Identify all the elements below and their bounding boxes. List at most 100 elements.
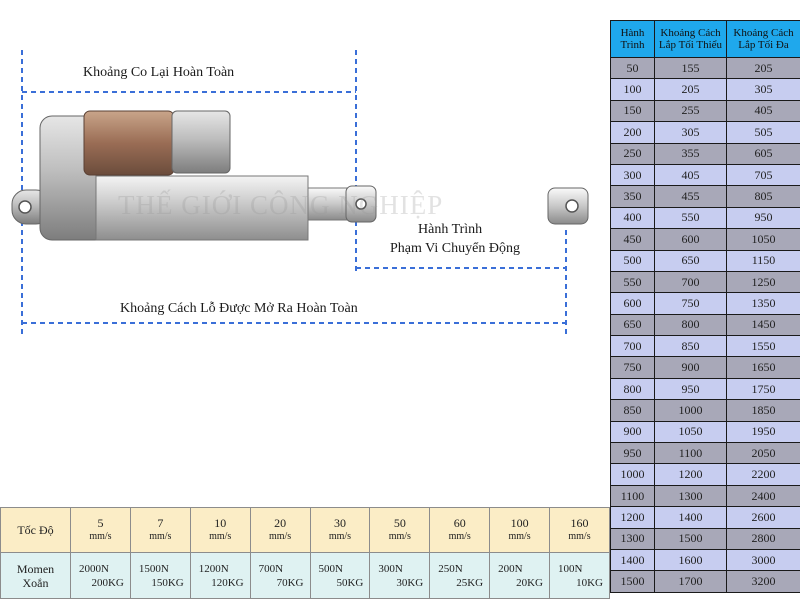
cell-min-install: 650 xyxy=(655,250,727,271)
cell-max-install: 1050 xyxy=(727,229,800,250)
cell-min-install: 255 xyxy=(655,100,727,121)
cell-stroke: 950 xyxy=(611,443,655,464)
cell-min-install: 1200 xyxy=(655,464,727,485)
cell-min-install: 1050 xyxy=(655,421,727,442)
cell-max-install: 2200 xyxy=(727,464,800,485)
cell-max-install: 1250 xyxy=(727,271,800,292)
cell-min-install: 800 xyxy=(655,314,727,335)
cell-stroke: 1500 xyxy=(611,571,655,592)
cell-max-install: 505 xyxy=(727,122,800,143)
cell-stroke: 750 xyxy=(611,357,655,378)
cell-stroke: 500 xyxy=(611,250,655,271)
cell-max-install: 705 xyxy=(727,164,800,185)
retracted-length-label: Khoảng Co Lại Hoàn Toàn xyxy=(83,65,234,81)
cell-min-install: 305 xyxy=(655,122,727,143)
cell-stroke: 250 xyxy=(611,143,655,164)
cell-min-install: 550 xyxy=(655,207,727,228)
actuator-diagram: THẾ GIỚI CÔNG NGHIỆP Khoảng Co Lại Hoàn … xyxy=(0,0,610,500)
cell-stroke: 550 xyxy=(611,271,655,292)
cell-min-install: 1700 xyxy=(655,571,727,592)
cell-max-install: 3200 xyxy=(727,571,800,592)
cell-stroke: 1200 xyxy=(611,507,655,528)
cell-stroke: 1000 xyxy=(611,464,655,485)
cell-min-install: 455 xyxy=(655,186,727,207)
cell-min-install: 155 xyxy=(655,58,727,79)
cell-stroke: 50 xyxy=(611,58,655,79)
cell-min-install: 1300 xyxy=(655,485,727,506)
cell-min-install: 355 xyxy=(655,143,727,164)
cell-max-install: 605 xyxy=(727,143,800,164)
cell-min-install: 1400 xyxy=(655,507,727,528)
stroke-label: Hành Trình xyxy=(418,222,482,238)
cell-max-install: 1450 xyxy=(727,314,800,335)
cell-max-install: 1350 xyxy=(727,293,800,314)
cell-max-install: 1550 xyxy=(727,336,800,357)
cell-max-install: 1750 xyxy=(727,378,800,399)
cell-stroke: 800 xyxy=(611,378,655,399)
cell-min-install: 700 xyxy=(655,271,727,292)
cell-min-install: 1600 xyxy=(655,549,727,570)
cell-stroke: 200 xyxy=(611,122,655,143)
cell-stroke: 1400 xyxy=(611,549,655,570)
cell-stroke: 450 xyxy=(611,229,655,250)
cell-max-install: 2050 xyxy=(727,443,800,464)
cell-stroke: 1300 xyxy=(611,528,655,549)
cell-stroke: 850 xyxy=(611,400,655,421)
cell-max-install: 1850 xyxy=(727,400,800,421)
cell-stroke: 350 xyxy=(611,186,655,207)
cell-max-install: 405 xyxy=(727,100,800,121)
cell-stroke: 600 xyxy=(611,293,655,314)
cell-stroke: 400 xyxy=(611,207,655,228)
cell-min-install: 1100 xyxy=(655,443,727,464)
cell-max-install: 950 xyxy=(727,207,800,228)
cell-max-install: 205 xyxy=(727,58,800,79)
stroke-range-label: Phạm Vi Chuyển Động xyxy=(390,241,520,257)
cell-min-install: 900 xyxy=(655,357,727,378)
cell-max-install: 2400 xyxy=(727,485,800,506)
cell-max-install: 2600 xyxy=(727,507,800,528)
cell-max-install: 3000 xyxy=(727,549,800,570)
cell-max-install: 805 xyxy=(727,186,800,207)
cell-min-install: 405 xyxy=(655,164,727,185)
cell-max-install: 1650 xyxy=(727,357,800,378)
cell-stroke: 650 xyxy=(611,314,655,335)
speed-row-label: Tốc Độ xyxy=(1,508,71,553)
cell-stroke: 300 xyxy=(611,164,655,185)
